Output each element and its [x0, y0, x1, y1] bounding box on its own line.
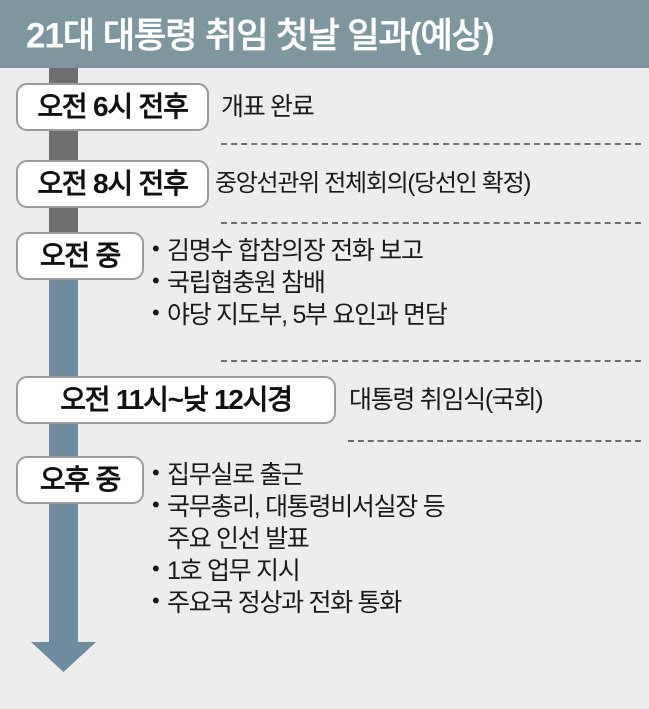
row-bullet-list: 집무실로 출근 국무총리, 대통령비서실장 등 주요 인선 발표 1호 업무 지… — [152, 459, 446, 619]
time-chip-label: 오전 6시 전후 — [37, 91, 189, 122]
list-item: 1호 업무 지시 — [152, 555, 444, 587]
row-divider — [348, 440, 641, 442]
list-item: 야당 지도부, 5부 요인과 면담 — [152, 299, 448, 331]
row-divider — [221, 143, 641, 145]
time-chip: 오전 6시 전후 — [16, 83, 209, 131]
list-item: 주요국 정상과 전화 통화 — [152, 587, 444, 619]
list-item: 국무총리, 대통령비서실장 등 주요 인선 발표 — [152, 491, 446, 555]
timeline-spine-lower — [49, 238, 78, 624]
time-chip-label: 오후 중 — [39, 464, 121, 495]
row-bullet-list: 김명수 합참의장 전화 보고 국립협충원 참배 야당 지도부, 5부 요인과 면… — [152, 235, 448, 331]
time-chip-label: 오전 8시 전후 — [37, 168, 189, 199]
row-divider — [221, 360, 641, 362]
list-item: 국립협충원 참배 — [152, 267, 447, 299]
list-item: 집무실로 출근 — [152, 459, 444, 491]
time-chip-label: 오전 중 — [39, 240, 121, 271]
list-item: 김명수 합참의장 전화 보고 — [152, 235, 447, 267]
down-arrow-icon — [30, 620, 97, 672]
row-description: 중앙선관위 전체회의(당선인 확정) — [215, 170, 531, 197]
row-divider — [221, 222, 641, 224]
row-description: 개표 완료 — [221, 93, 315, 121]
time-chip-label: 오전 11시~낮 12시경 — [60, 384, 293, 415]
time-chip: 오전 11시~낮 12시경 — [16, 376, 336, 424]
time-chip: 오전 8시 전후 — [16, 160, 209, 208]
time-chip: 오전 중 — [16, 232, 144, 280]
header-band: 21대 대통령 취임 첫날 일과(예상) — [0, 0, 649, 68]
page-title: 21대 대통령 취임 첫날 일과(예상) — [26, 16, 495, 56]
time-chip: 오후 중 — [16, 456, 144, 504]
row-description: 대통령 취임식(국회) — [349, 386, 544, 414]
